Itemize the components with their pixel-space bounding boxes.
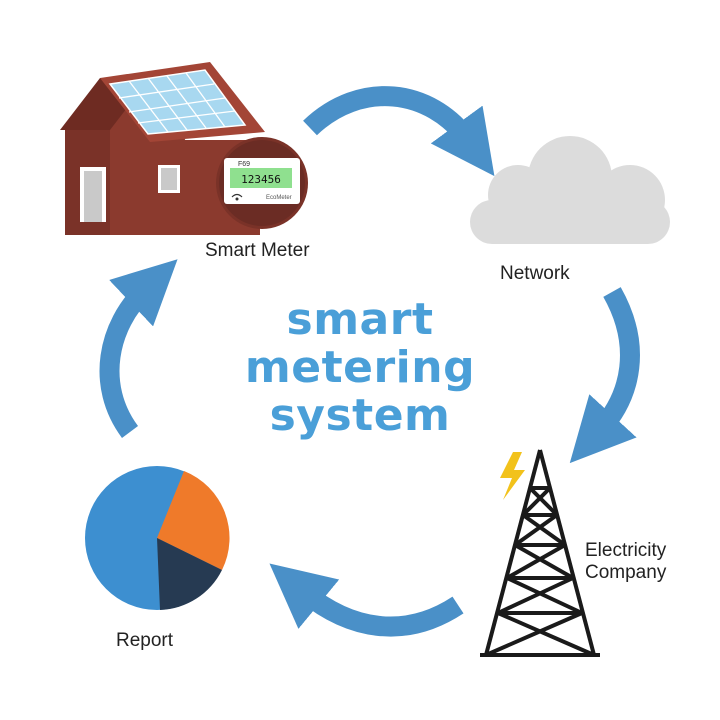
transmission-tower-icon [480,449,600,657]
smart-meter-label: Smart Meter [205,240,310,261]
network-label: Network [500,263,570,284]
electricity-company-label-line2: Company [585,562,667,583]
report-label: Report [116,630,174,651]
arrow-network-to-company [569,287,640,464]
report-pie-chart-icon [85,466,230,610]
cloud-icon [470,136,670,244]
arrow-meter-to-network [303,86,495,177]
title-line-1: smart [286,294,434,345]
smart-meter-icon: F69 123456 EcoMeter [216,137,308,229]
house-icon [60,62,265,235]
arrow-report-to-meter [99,259,178,438]
meter-reading: 123456 [241,173,281,186]
title-line-2: metering [244,342,476,393]
lightning-bolt-icon [500,452,525,500]
electricity-company-label-line1: Electricity [585,540,667,561]
meter-code: F69 [238,161,250,168]
meter-brand: EcoMeter [266,195,292,201]
diagram-title: smart metering system [200,296,520,440]
electricity-company-label: Electricity Company [585,540,666,584]
cycle-arrows [99,86,640,637]
title-line-3: system [269,390,451,441]
wifi-icon [231,193,243,198]
arrow-company-to-report [269,563,464,637]
